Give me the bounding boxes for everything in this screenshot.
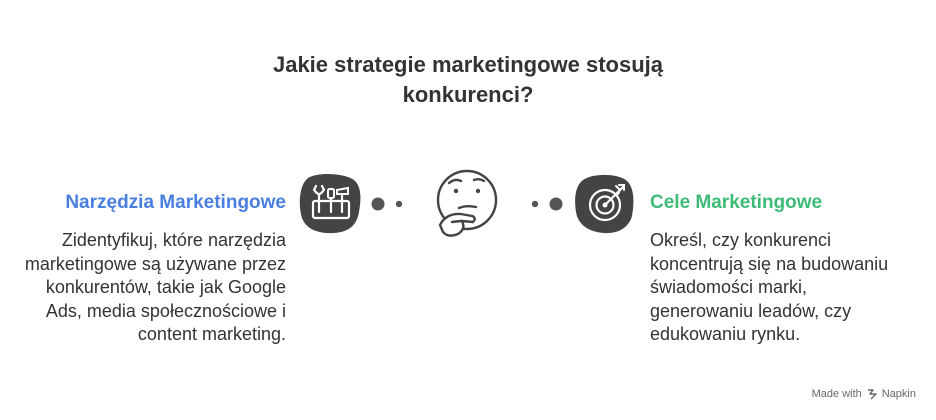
napkin-logo-icon (867, 389, 877, 400)
connector-dot (395, 200, 403, 208)
made-with-label: Made with (811, 388, 862, 400)
tools-icon (299, 174, 361, 234)
connector-dot (531, 200, 539, 208)
thinking-face-icon (436, 169, 498, 237)
connector-dot (371, 197, 385, 211)
tools-heading: Narzędzia Marketingowe (65, 192, 286, 213)
connector-dot (549, 197, 563, 211)
target-icon (575, 174, 634, 234)
page-title: Jakie strategie marketingowe stosują kon… (272, 52, 664, 107)
tools-description: Zidentyfikuj, które narzędzia marketingo… (24, 230, 286, 344)
footer-credit: Made with Napkin (812, 388, 916, 400)
goals-description: Określ, czy konkurenci koncentrują się n… (650, 230, 889, 344)
napkin-brand: Napkin (881, 388, 916, 400)
goals-heading: Cele Marketingowe (650, 192, 823, 213)
